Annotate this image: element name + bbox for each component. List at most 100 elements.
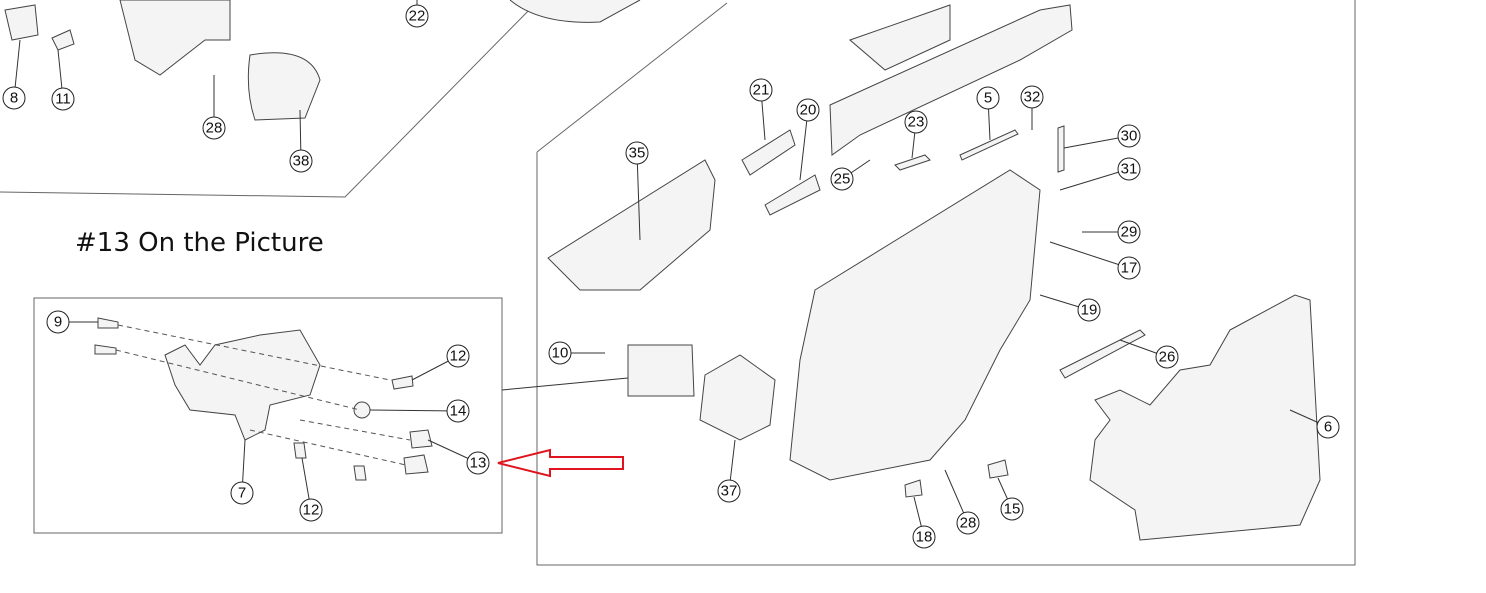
callout-circle	[1117, 124, 1141, 148]
callout-circle	[625, 141, 649, 165]
upper-bracket	[849, 4, 951, 71]
callout-14: 14	[446, 399, 470, 423]
leader-line	[369, 409, 459, 412]
callout-circle	[976, 86, 1000, 110]
callout-label: 21	[753, 82, 770, 99]
strip-26	[1059, 329, 1146, 379]
armrest-35	[547, 159, 716, 291]
speaker-grille-37	[699, 354, 776, 441]
mirror-housing	[119, 0, 231, 76]
main-frame	[536, 0, 1356, 566]
callout-circle	[912, 525, 936, 549]
callout-label: 18	[916, 529, 933, 546]
callout-label: 26	[1159, 349, 1176, 366]
callout-7: 7	[230, 481, 254, 505]
callout-15: 15	[1000, 497, 1024, 521]
leader-line	[636, 152, 641, 241]
callout-label: 6	[1324, 419, 1332, 436]
callout-circle	[904, 110, 928, 134]
callout-22: 22	[405, 4, 429, 28]
callout-label: 35	[629, 145, 646, 162]
strip-5	[959, 129, 1019, 161]
callout-label: 10	[552, 345, 569, 362]
red-arrow-pointing-to-13	[497, 448, 624, 478]
callout-label: 5	[984, 90, 992, 107]
switch-21	[741, 129, 796, 176]
annotation-title: #13 On the Picture	[75, 228, 324, 258]
callout-label: 30	[1121, 128, 1138, 145]
callout-circle	[548, 341, 572, 365]
screw-12c	[353, 465, 367, 481]
callout-label: 19	[1081, 302, 1098, 319]
latch-7	[164, 329, 321, 441]
callout-30: 30	[1117, 124, 1141, 148]
callout-31: 31	[1117, 157, 1141, 181]
callout-label: 25	[834, 171, 851, 188]
callout-label: 37	[721, 483, 738, 500]
callout-26: 26	[1155, 345, 1179, 369]
callout-35: 35	[625, 141, 649, 165]
nut-14	[353, 401, 371, 419]
clip-13a	[409, 429, 433, 449]
callout-circle	[1117, 220, 1141, 244]
callout-19: 19	[1077, 298, 1101, 322]
callout-circle	[202, 116, 226, 140]
callout-20: 20	[796, 98, 820, 122]
callout-circle	[466, 451, 490, 475]
switch-20	[764, 174, 821, 216]
callout-circle	[1117, 256, 1141, 280]
callout-37: 37	[717, 479, 741, 503]
callout-25: 25	[830, 167, 854, 191]
leader-line	[799, 109, 809, 181]
part-18	[904, 479, 923, 498]
callout-label: 22	[409, 8, 426, 25]
callout-circle	[956, 511, 980, 535]
callout-6: 6	[1316, 415, 1340, 439]
screw-9a	[97, 317, 119, 329]
cover-22	[509, 0, 641, 23]
callout-9: 9	[46, 310, 70, 334]
callout-label: 20	[800, 102, 817, 119]
callout-circle	[717, 479, 741, 503]
callout-label: 38	[293, 153, 310, 170]
callout-23: 23	[904, 110, 928, 134]
top-trim	[829, 4, 1073, 156]
callout-17: 17	[1117, 256, 1141, 280]
callout-32: 32	[1020, 85, 1044, 109]
callout-label: 7	[238, 485, 246, 502]
callout-label: 28	[206, 120, 223, 137]
callout-circle	[1020, 85, 1044, 109]
strip-30	[1057, 125, 1065, 173]
callout-label: 13	[470, 455, 487, 472]
callout-circle	[1155, 345, 1179, 369]
leader-line	[1059, 168, 1130, 191]
latch-inset-frame	[33, 297, 503, 534]
callout-38: 38	[289, 149, 313, 173]
callout-28: 28	[956, 511, 980, 535]
callout-circle	[749, 78, 773, 102]
strip-23	[894, 154, 931, 171]
callout-label: 9	[54, 314, 62, 331]
clip-11	[51, 29, 75, 51]
callout-12: 12	[299, 498, 323, 522]
callout-circle	[289, 149, 313, 173]
callout-label: 17	[1121, 260, 1138, 277]
callout-21: 21	[749, 78, 773, 102]
callout-12: 12	[446, 344, 470, 368]
callout-label: 8	[10, 90, 18, 107]
leader-line	[1049, 241, 1130, 269]
insulator-6	[1089, 294, 1321, 541]
callout-label: 32	[1024, 89, 1041, 106]
callout-10: 10	[548, 341, 572, 365]
callout-circle	[1117, 157, 1141, 181]
callout-circle	[2, 86, 26, 110]
callout-label: 23	[908, 114, 925, 131]
callout-28: 28	[202, 116, 226, 140]
latch-10	[627, 344, 695, 397]
callout-5: 5	[976, 86, 1000, 110]
callout-circle	[446, 399, 470, 423]
callout-29: 29	[1117, 220, 1141, 244]
callout-circle	[1316, 415, 1340, 439]
callout-label: 12	[450, 348, 467, 365]
